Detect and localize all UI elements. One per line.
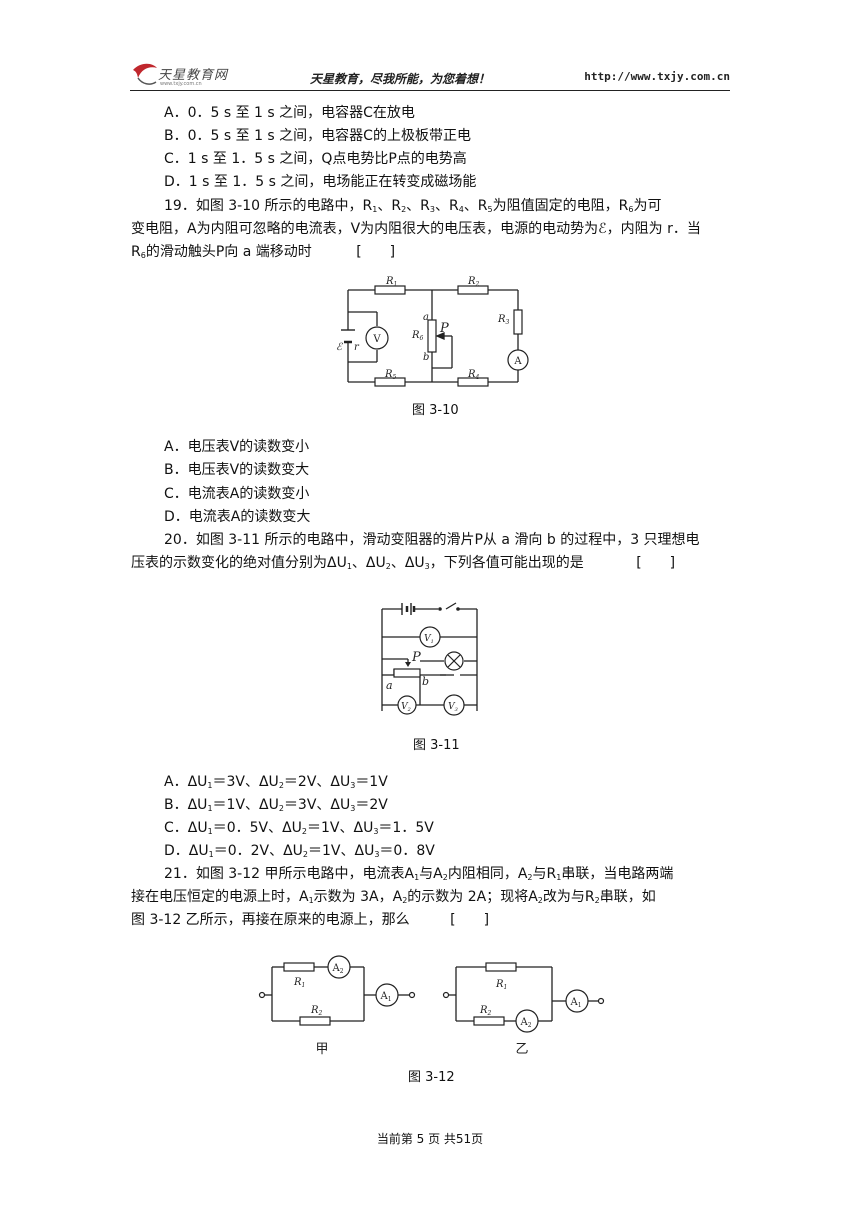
resistor-r5 (374, 377, 406, 387)
circuit-jia (258, 955, 416, 1026)
svg-text:ℰ: ℰ (336, 342, 343, 353)
svg-text:V3: V3 (448, 702, 458, 713)
svg-text:A2: A2 (331, 963, 343, 975)
ammeter-a (507, 349, 529, 371)
svg-text:a: a (386, 679, 393, 692)
svg-text:R5: R5 (384, 369, 397, 381)
header-slogan: 天星教育，尽我所能，为您着想！ (310, 72, 491, 86)
q20-stem-line2: 压表的示数变化的绝对值分别为ΔU1、ΔU2、ΔU3，下列各值可能出现的是 [ ] (131, 555, 676, 571)
page-footer: 当前第 5 页 共51页 (376, 1132, 484, 1146)
q19-option-a: A．电压表V的读数变小 (164, 439, 310, 455)
q18-option-a: A．0．5 s 至 1 s 之间，电容器C在放电 (164, 105, 415, 121)
svg-text:R1: R1 (293, 977, 305, 989)
q20-option-b: B．ΔU1＝1V、ΔU2＝3V、ΔU3＝2V (164, 797, 388, 813)
q20-option-a: A．ΔU1＝3V、ΔU2＝2V、ΔU3＝1V (164, 774, 388, 790)
ammeter-a2 (327, 955, 351, 979)
resistor-r2 (473, 1016, 505, 1026)
logo-subtext: www.txjy.com.cn (160, 81, 202, 87)
page-header: 天星教育网 www.txjy.com.cn 天星教育，尽我所能，为您着想！ ht… (130, 58, 730, 94)
q19-option-c: C．电流表A的读数变小 (164, 486, 310, 502)
battery-icon (341, 329, 355, 344)
svg-text:R2: R2 (467, 276, 480, 288)
voltmeter-v (365, 326, 389, 350)
svg-text:R3: R3 (497, 314, 510, 326)
resistor-r4 (457, 377, 489, 387)
svg-text:P: P (411, 650, 421, 665)
q21-stem-line1: 21．如图 3-12 甲所示电路中，电流表A1与A2内阻相同，A2与R1串联，当… (164, 866, 674, 882)
q21-answer-bracket[interactable]: [ ] (450, 912, 490, 928)
svg-text:A1: A1 (379, 991, 391, 1003)
slider-arrow-icon (435, 332, 445, 340)
svg-text:R2: R2 (310, 1005, 323, 1017)
q19-stem-line2: 变电阻，A为内阻可忽略的电流表，V为内阻很大的电压表，电源的电动势为ℰ，内阻为 … (131, 221, 701, 237)
ammeter-a2 (515, 1009, 539, 1033)
q18-option-b: B．0．5 s 至 1 s 之间，电容器C的上极板带正电 (164, 128, 471, 144)
q19-stem-line3: R6的滑动触头P向 a 端移动时 [ ] (131, 244, 396, 260)
voltmeter-v2 (397, 695, 417, 715)
svg-text:R1: R1 (495, 979, 507, 991)
resistor-r1 (283, 962, 315, 972)
q21-stem-line3: 图 3-12 乙所示，再接在原来的电源上，那么 [ ] (131, 912, 490, 928)
ammeter-a1 (375, 983, 399, 1007)
figure-3-10-caption: 图 3-10 (412, 403, 459, 418)
q18-option-c: C．1 s 至 1．5 s 之间，Q点电势比P点的电势高 (164, 151, 467, 167)
header-url[interactable]: http://www.txjy.com.cn (584, 70, 730, 83)
svg-text:b: b (422, 675, 429, 688)
svg-text:A: A (513, 356, 522, 367)
figure-3-11: P a b V1 V2 V3 (381, 602, 478, 716)
q21-stem-line2: 接在电压恒定的电源上时，A1示数为 3A，A2的示数为 2A；现将A2改为与R2… (131, 889, 656, 905)
voltmeter-v1 (419, 626, 441, 648)
q19-stem-line1: 19．如图 3-10 所示的电路中，R1、R2、R3、R4、R5为阻值固定的电阻… (164, 198, 662, 214)
resistor-r3 (513, 309, 523, 335)
svg-text:P: P (439, 321, 449, 336)
svg-text:V: V (372, 334, 381, 345)
svg-text:甲: 甲 (315, 1042, 328, 1057)
svg-text:R6: R6 (411, 330, 424, 342)
switch-contact-right (456, 607, 460, 611)
resistor-r2 (457, 285, 489, 295)
svg-text:r: r (354, 342, 360, 353)
figure-3-12-caption: 图 3-12 (408, 1070, 455, 1085)
lamp-cross-icon (447, 654, 461, 668)
logo-swoosh-icon (133, 63, 157, 85)
svg-text:V1: V1 (424, 634, 434, 645)
switch-contact-left (438, 607, 442, 611)
rheostat (393, 668, 421, 678)
q20-answer-bracket[interactable]: [ ] (636, 555, 676, 571)
slider-arrow-icon (405, 662, 411, 667)
q19-option-b: B．电压表V的读数变大 (164, 462, 310, 478)
figure-3-10: R1 R2 R3 R4 R5 R6 a b P ℰ r V A (336, 276, 529, 387)
figure-3-11-caption: 图 3-11 (413, 738, 460, 753)
switch-blade (445, 602, 457, 610)
q18-option-d: D．1 s 至 1．5 s 之间，电场能正在转变成磁场能 (164, 174, 477, 190)
resistor-r1 (374, 285, 406, 295)
q20-option-d: D．ΔU1＝0．2V、ΔU2＝1V、ΔU3＝0．8V (164, 843, 435, 859)
svg-text:乙: 乙 (515, 1042, 528, 1057)
svg-text:R4: R4 (467, 369, 480, 381)
svg-text:A2: A2 (519, 1017, 531, 1029)
battery-icon (401, 603, 416, 615)
svg-text:b: b (423, 352, 429, 363)
logo: 天星教育网 www.txjy.com.cn (130, 60, 250, 90)
resistor-r1 (485, 962, 517, 972)
figure-3-12: R1 R2 R1 R2 A2 A1 A2 A1 甲 乙 (258, 955, 605, 1057)
q19-option-d: D．电流表A的读数变大 (164, 509, 311, 525)
logo-text: 天星教育网 (158, 68, 229, 83)
circuit-yi (442, 962, 605, 1033)
svg-text:a: a (423, 312, 429, 323)
q20-stem-line1: 20．如图 3-11 所示的电路中，滑动变阻器的滑片P从 a 滑向 b 的过程中… (164, 532, 700, 548)
q19-answer-bracket[interactable]: [ ] (356, 244, 396, 260)
svg-text:A1: A1 (569, 997, 581, 1009)
svg-text:R1: R1 (385, 276, 397, 288)
svg-text:R2: R2 (479, 1005, 492, 1017)
q20-option-c: C．ΔU1＝0．5V、ΔU2＝1V、ΔU3＝1．5V (164, 820, 434, 836)
ammeter-a1 (565, 989, 589, 1013)
resistor-r6 (427, 319, 437, 353)
resistor-r2 (299, 1016, 331, 1026)
voltmeter-v3 (443, 694, 465, 716)
svg-text:V2: V2 (401, 702, 411, 713)
header-rule (130, 90, 730, 91)
